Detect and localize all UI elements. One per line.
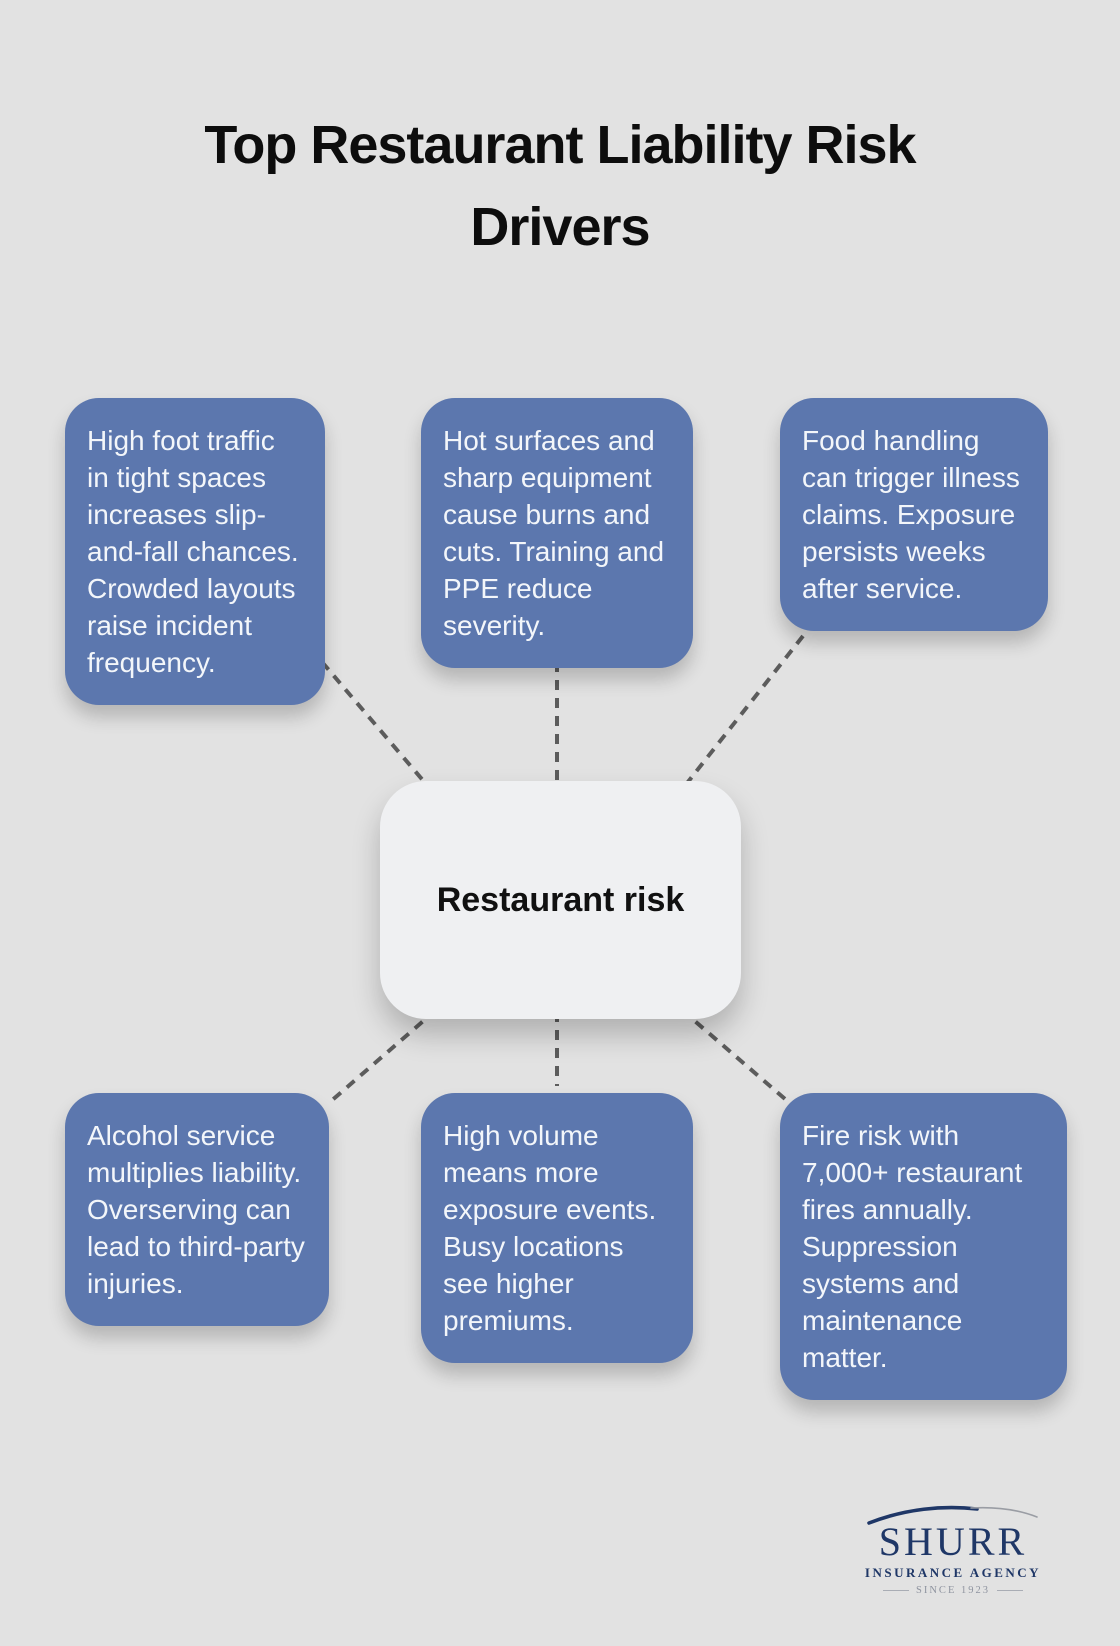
- shurr-logo: SHURR INSURANCE AGENCY SINCE 1923: [858, 1504, 1048, 1596]
- logo-name: SHURR: [878, 1519, 1028, 1564]
- page-title: Top Restaurant Liability Risk Drivers: [0, 104, 1120, 268]
- connector-bottom-right: [680, 1008, 794, 1107]
- logo-tagline: INSURANCE AGENCY: [864, 1565, 1042, 1580]
- logo-swoosh-icon: [867, 1505, 1038, 1525]
- risk-node-text: High volume means more exposure events. …: [443, 1120, 657, 1336]
- risk-node-fire-risk: Fire risk with 7,000+ restaurant fires a…: [780, 1093, 1067, 1400]
- risk-node-text: Alcohol service multiplies liability. Ov…: [87, 1120, 305, 1299]
- logo-since-row: SINCE 1923: [858, 1585, 1048, 1596]
- risk-node-text: Food handling can trigger illness claims…: [802, 425, 1020, 604]
- risk-node-food-illness: Food handling can trigger illness claims…: [780, 398, 1048, 631]
- connector-top-left: [320, 660, 440, 800]
- logo-since: SINCE 1923: [916, 1585, 990, 1596]
- risk-node-text: High foot traffic in tight spaces increa…: [87, 425, 299, 678]
- risk-node-text: Fire risk with 7,000+ restaurant fires a…: [802, 1120, 1023, 1373]
- risk-node-alcohol-service: Alcohol service multiplies liability. Ov…: [65, 1093, 329, 1326]
- risk-node-text: Hot surfaces and sharp equipment cause b…: [443, 425, 665, 641]
- connector-top-right: [678, 634, 805, 794]
- logo-since-left-rule: [883, 1590, 910, 1591]
- risk-node-high-volume: High volume means more exposure events. …: [421, 1093, 693, 1363]
- risk-node-burns-and-cuts: Hot surfaces and sharp equipment cause b…: [421, 398, 693, 668]
- connector-bottom-left: [328, 1008, 438, 1104]
- center-node-label: Restaurant risk: [436, 880, 685, 919]
- page-title-line-1: Top Restaurant Liability Risk: [204, 115, 916, 175]
- logo-since-right-rule: [996, 1590, 1023, 1591]
- page-title-line-2: Drivers: [470, 197, 650, 257]
- risk-node-slip-and-fall: High foot traffic in tight spaces increa…: [65, 398, 325, 705]
- center-node-restaurant-risk: Restaurant risk: [380, 781, 741, 1019]
